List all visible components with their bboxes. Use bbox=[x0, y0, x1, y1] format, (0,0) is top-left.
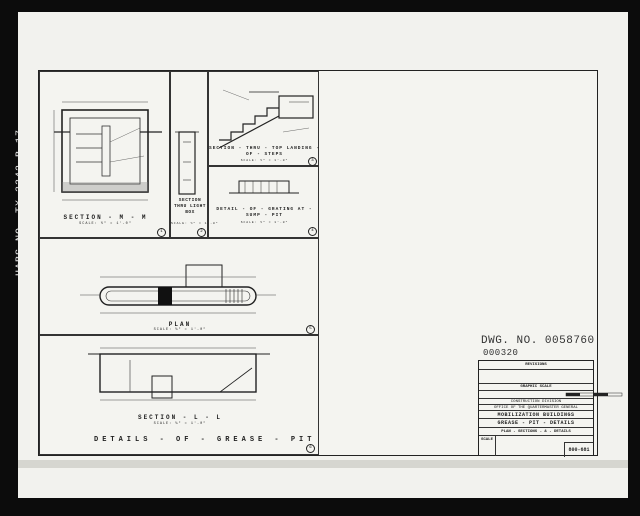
tb-signatures: SCALE 800-681 bbox=[479, 435, 593, 457]
habs-side-label: HABS NO. TX-3342-B-17 bbox=[2, 40, 26, 280]
section-steps-scale: SCALE: ½" = 1'-0" bbox=[240, 159, 289, 162]
light-box-drawing bbox=[175, 131, 199, 195]
tb-division: CONSTRUCTION DIVISION bbox=[479, 398, 593, 405]
tb-revision-rows bbox=[479, 369, 593, 384]
panel-section-steps: SECTION - THRU - TOP LANDING - OF - STEP… bbox=[208, 71, 319, 166]
panel-section-ll: SECTION - L - L SCALE: ⅛" = 1'-0" 6 DETA… bbox=[39, 335, 319, 455]
tb-scale-label: SCALE bbox=[479, 436, 496, 456]
section-mm-number: 1 bbox=[157, 228, 166, 237]
section-ll-number: 6 bbox=[306, 444, 315, 453]
plan-scale: SCALE: ⅛" = 1'-0" bbox=[153, 328, 207, 332]
grating-title: DETAIL - OF - GRATING AT - SUMP - PIT bbox=[216, 207, 313, 218]
light-box-scale: SCALE: ½" = 1'-0" bbox=[171, 222, 219, 225]
light-box-title: SECTION THRU LIGHT BOX bbox=[173, 198, 206, 215]
light-box-number: 2 bbox=[197, 228, 206, 237]
section-mm-title: SECTION - M - M bbox=[63, 214, 148, 221]
plan-drawing bbox=[80, 264, 276, 314]
title-block: REVISIONS GRAPHIC SCALE CONSTRUCTION DIV… bbox=[478, 360, 623, 457]
sheet-bottom-strip bbox=[18, 460, 628, 468]
handwritten-drawing-number: DWG. NO. 0058760 bbox=[481, 335, 595, 347]
section-mm-scale: SCALE: ½" = 1'-0" bbox=[79, 222, 132, 226]
grating-number: 4 bbox=[308, 227, 317, 236]
panel-section-light-box: SECTION THRU LIGHT BOX SCALE: ½" = 1'-0"… bbox=[170, 71, 219, 238]
main-title: DETAILS - OF - GREASE - PIT bbox=[94, 436, 316, 444]
tb-revisions: REVISIONS bbox=[525, 363, 547, 367]
panel-plan: PLAN SCALE: ⅛" = 1'-0" 5 bbox=[39, 238, 319, 335]
panel-section-mm: SECTION - M - M SCALE: ½" = 1'-0" 1 bbox=[39, 71, 170, 238]
tb-project: MOBILIZATION BUILDINGS bbox=[479, 410, 593, 419]
tb-office: OFFICE OF THE QUARTERMASTER GENERAL bbox=[479, 404, 593, 411]
plan-number: 5 bbox=[306, 325, 315, 334]
section-mm-drawing bbox=[53, 101, 162, 201]
section-ll-drawing bbox=[88, 347, 270, 401]
tb-drawing-no: 800-681 bbox=[564, 442, 593, 457]
grating-drawing bbox=[229, 180, 299, 194]
tb-scale-bar bbox=[479, 390, 623, 399]
section-steps-title: SECTION - THRU - TOP LANDING - OF - STEP… bbox=[209, 146, 321, 157]
graphic-scale-bar bbox=[565, 392, 623, 397]
handwritten-sheet-number: 000320 bbox=[483, 348, 519, 358]
section-ll-scale: SCALE: ⅛" = 1'-0" bbox=[153, 422, 207, 426]
grating-scale: SCALE: ½" = 1'-0" bbox=[240, 221, 289, 224]
tb-sheet-desc: PLAN - SECTIONS - & - DETAILS bbox=[479, 427, 593, 436]
plan-title: PLAN bbox=[168, 321, 192, 328]
section-steps-number: 3 bbox=[308, 157, 317, 166]
section-ll-title: SECTION - L - L bbox=[137, 414, 222, 421]
tb-graphic-scale: GRAPHIC SCALE bbox=[479, 383, 593, 391]
panel-detail-grating: DETAIL - OF - GRATING AT - SUMP - PIT SC… bbox=[208, 166, 319, 238]
tb-subject: GREASE - PIT - DETAILS bbox=[479, 418, 593, 428]
section-steps-drawing bbox=[218, 89, 314, 149]
